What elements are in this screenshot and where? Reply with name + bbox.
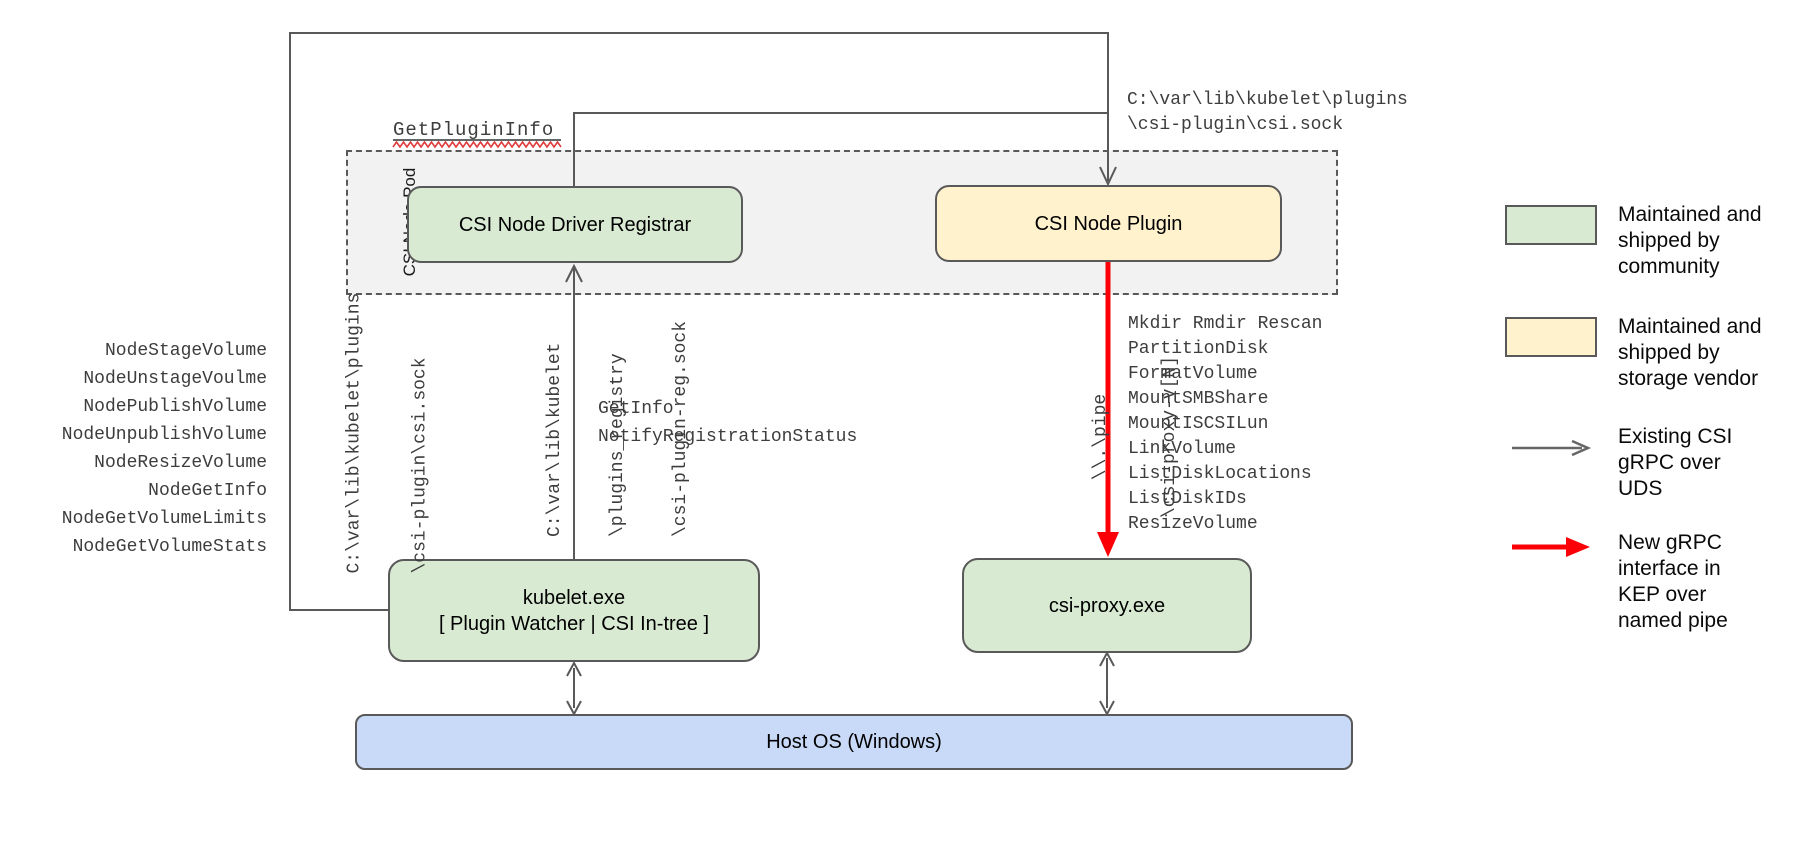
host-os-label: Host OS (Windows) bbox=[766, 731, 942, 753]
legend-existing-grpc-label: Existing CSI gRPC over UDS bbox=[1618, 425, 1733, 500]
registry-sock-path-vertical-label: C:\var\lib\kubelet \plugins_registry \cs… bbox=[545, 320, 691, 537]
list-item: MountSMBShare bbox=[1128, 389, 1269, 409]
csi-proxy-label: csi-proxy.exe bbox=[1048, 594, 1166, 617]
list-item: FormatVolume bbox=[1128, 364, 1258, 384]
kubelet-box: kubelet.exe [ Plugin Watcher | CSI In-tr… bbox=[388, 559, 760, 662]
named-pipe-vertical-label: \\.\pipe \csi-proxy-v[N] bbox=[1091, 355, 1180, 519]
legend-existing-arrow-icon bbox=[1512, 439, 1592, 457]
list-item: NodeUnpublishVolume bbox=[61, 425, 267, 445]
csi-node-driver-registrar-box: CSI Node Driver Registrar bbox=[407, 186, 743, 263]
list-item: NodeGetInfo bbox=[148, 481, 267, 501]
getplugininfo-underline bbox=[392, 139, 562, 149]
list-item: NodePublishVolume bbox=[83, 397, 267, 417]
list-item: PartitionDisk bbox=[1128, 339, 1269, 359]
list-item: ResizeVolume bbox=[1128, 514, 1258, 534]
list-item: LinkVolume bbox=[1128, 439, 1237, 459]
list-item: NodeResizeVolume bbox=[94, 453, 267, 473]
plugin-label: CSI Node Plugin bbox=[1034, 212, 1183, 235]
list-item: NodeGetVolumeStats bbox=[72, 537, 267, 557]
list-item: ListDiskIDs bbox=[1128, 489, 1247, 509]
list-item: ListDiskLocations bbox=[1128, 464, 1312, 484]
list-item: NodeGetVolumeLimits bbox=[61, 509, 267, 529]
arrow-csiproxy-hostos bbox=[1099, 650, 1115, 717]
list-item: NodeUnstageVoulme bbox=[83, 369, 267, 389]
legend-new-grpc-label: New gRPC interface in KEP over named pip… bbox=[1618, 531, 1728, 632]
registration-calls-label: GetInfo NotifyRegistrationStatus bbox=[598, 399, 858, 447]
registrar-label: CSI Node Driver Registrar bbox=[458, 213, 692, 236]
legend-community-label: Maintained and shipped by community bbox=[1618, 203, 1762, 278]
list-item: MountISCSILun bbox=[1128, 414, 1269, 434]
csi-proxy-box: csi-proxy.exe bbox=[962, 558, 1252, 653]
arrow-kubelet-hostos bbox=[566, 660, 582, 717]
kubelet-label-line2: [ Plugin Watcher | CSI In-tree ] bbox=[438, 612, 710, 635]
csi-node-pod-label: CSI Node Pod bbox=[400, 167, 419, 277]
getplugininfo-label: GetPluginInfo bbox=[393, 119, 555, 141]
legend-swatch-vendor bbox=[1505, 317, 1597, 357]
csi-sock-path-vertical-label: C:\var\lib\kubelet\plugins \csi-plugin\c… bbox=[344, 292, 431, 574]
csi-proxy-methods-list: Mkdir Rmdir Rescan PartitionDisk FormatV… bbox=[1128, 312, 1322, 537]
kubelet-label-line1: kubelet.exe bbox=[522, 586, 626, 609]
legend-vendor-label: Maintained and shipped by storage vendor bbox=[1618, 315, 1762, 390]
list-item: NodeStageVolume bbox=[104, 341, 267, 361]
csi-sock-path-label: C:\var\lib\kubelet\plugins \csi-plugin\c… bbox=[1127, 90, 1408, 135]
host-os-box: Host OS (Windows) bbox=[355, 714, 1353, 770]
list-item: Mkdir Rmdir Rescan bbox=[1128, 314, 1323, 334]
legend-swatch-community bbox=[1505, 205, 1597, 245]
node-csi-methods-list: NodeStageVolume NodeUnstageVoulme NodePu… bbox=[30, 337, 267, 561]
csi-node-plugin-box: CSI Node Plugin bbox=[935, 185, 1282, 262]
legend-new-arrow-icon bbox=[1512, 537, 1590, 557]
